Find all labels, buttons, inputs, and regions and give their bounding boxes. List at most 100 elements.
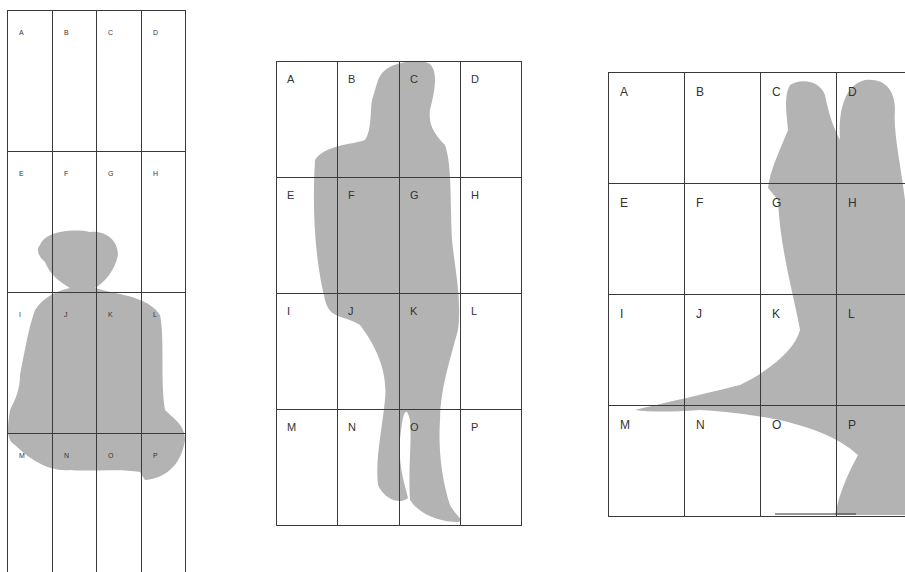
cell-letter: H bbox=[471, 190, 521, 201]
grid-cell: G bbox=[96, 151, 142, 293]
grid-cell: D bbox=[141, 10, 186, 152]
cell-letter: M bbox=[620, 419, 684, 431]
grid-cell: N bbox=[337, 409, 400, 526]
grid-cell: I bbox=[7, 292, 53, 434]
grid-cell: P bbox=[836, 405, 905, 517]
grid-cell: B bbox=[337, 61, 400, 178]
cell-letter: B bbox=[696, 86, 760, 98]
grid-cell: H bbox=[141, 151, 186, 293]
cell-letter: N bbox=[348, 422, 399, 433]
grid-cell: I bbox=[276, 293, 338, 410]
grid-cell: J bbox=[684, 294, 761, 406]
grid-cell: F bbox=[52, 151, 97, 293]
cell-letter: D bbox=[471, 74, 521, 85]
grid-cell: C bbox=[399, 61, 461, 178]
cell-letter: K bbox=[772, 308, 836, 320]
cell-letter: F bbox=[696, 197, 760, 209]
cell-letter: H bbox=[153, 170, 185, 177]
cell-letter: K bbox=[410, 306, 460, 317]
grid-cell: C bbox=[760, 72, 837, 184]
grid-cell: M bbox=[608, 405, 685, 517]
cell-letter: N bbox=[696, 419, 760, 431]
cell-letter: G bbox=[108, 170, 141, 177]
cell-letter: F bbox=[64, 170, 96, 177]
cell-letter: G bbox=[410, 190, 460, 201]
cell-letter: E bbox=[287, 190, 337, 201]
grid-cell: E bbox=[276, 177, 338, 294]
cell-letter: M bbox=[19, 452, 52, 459]
cell-letter: B bbox=[348, 74, 399, 85]
cell-letter: J bbox=[348, 306, 399, 317]
cell-letter: K bbox=[108, 311, 141, 318]
cell-letter: C bbox=[108, 29, 141, 36]
cell-letter: L bbox=[848, 308, 905, 320]
cell-letter: I bbox=[620, 308, 684, 320]
grid-cell: A bbox=[276, 61, 338, 178]
grid-cell: F bbox=[337, 177, 400, 294]
grid-cell: D bbox=[460, 61, 522, 178]
cell-letter: P bbox=[153, 452, 185, 459]
grid-cell: L bbox=[836, 294, 905, 406]
cell-letter: D bbox=[848, 86, 905, 98]
grid-cell: P bbox=[141, 433, 186, 572]
cell-letter: F bbox=[348, 190, 399, 201]
grid-cell: D bbox=[836, 72, 905, 184]
grid-cell: E bbox=[7, 151, 53, 293]
grid-cell: P bbox=[460, 409, 522, 526]
ground-line bbox=[775, 514, 856, 515]
cell-letter: P bbox=[848, 419, 905, 431]
cell-letter: M bbox=[287, 422, 337, 433]
grid-cell: O bbox=[96, 433, 142, 572]
cell-letter: L bbox=[471, 306, 521, 317]
grid-cell: E bbox=[608, 183, 685, 295]
cell-letter: A bbox=[287, 74, 337, 85]
grid-cell: A bbox=[7, 10, 53, 152]
cell-letter: E bbox=[620, 197, 684, 209]
grid-cell: O bbox=[399, 409, 461, 526]
cell-letter: I bbox=[19, 311, 52, 318]
grid-cell: M bbox=[276, 409, 338, 526]
grid-cell: B bbox=[52, 10, 97, 152]
cell-letter: J bbox=[696, 308, 760, 320]
couple-silhouette bbox=[635, 80, 905, 515]
grid-cell: L bbox=[460, 293, 522, 410]
grid-cell: C bbox=[96, 10, 142, 152]
grid-cell: H bbox=[836, 183, 905, 295]
grid-cell: M bbox=[7, 433, 53, 572]
cell-letter: A bbox=[620, 86, 684, 98]
grid-cell: L bbox=[141, 292, 186, 434]
cell-letter: G bbox=[772, 197, 836, 209]
grid-cell: A bbox=[608, 72, 685, 184]
grid-cell: B bbox=[684, 72, 761, 184]
grid-cell: G bbox=[399, 177, 461, 294]
grid-cell: N bbox=[684, 405, 761, 517]
cell-letter: P bbox=[471, 422, 521, 433]
cell-letter: O bbox=[108, 452, 141, 459]
cell-letter: E bbox=[19, 170, 52, 177]
cell-letter: D bbox=[153, 29, 185, 36]
grid-cell: J bbox=[337, 293, 400, 410]
grid-cell: K bbox=[96, 292, 142, 434]
cell-letter: L bbox=[153, 311, 185, 318]
cell-letter: N bbox=[64, 452, 96, 459]
cell-letter: A bbox=[19, 29, 52, 36]
grid-cell: I bbox=[608, 294, 685, 406]
cell-letter: J bbox=[64, 311, 96, 318]
grid-cell: K bbox=[760, 294, 837, 406]
grid-cell: K bbox=[399, 293, 461, 410]
grid-cell: G bbox=[760, 183, 837, 295]
cell-letter: O bbox=[410, 422, 460, 433]
grid-cell: N bbox=[52, 433, 97, 572]
grid-cell: O bbox=[760, 405, 837, 517]
cell-letter: C bbox=[410, 74, 460, 85]
grid-cell: J bbox=[52, 292, 97, 434]
cell-letter: O bbox=[772, 419, 836, 431]
grid-cell: H bbox=[460, 177, 522, 294]
cell-letter: H bbox=[848, 197, 905, 209]
cell-letter: C bbox=[772, 86, 836, 98]
standing-man-silhouette bbox=[314, 61, 461, 522]
cell-letter: I bbox=[287, 306, 337, 317]
grid-cell: F bbox=[684, 183, 761, 295]
cell-letter: B bbox=[64, 29, 96, 36]
